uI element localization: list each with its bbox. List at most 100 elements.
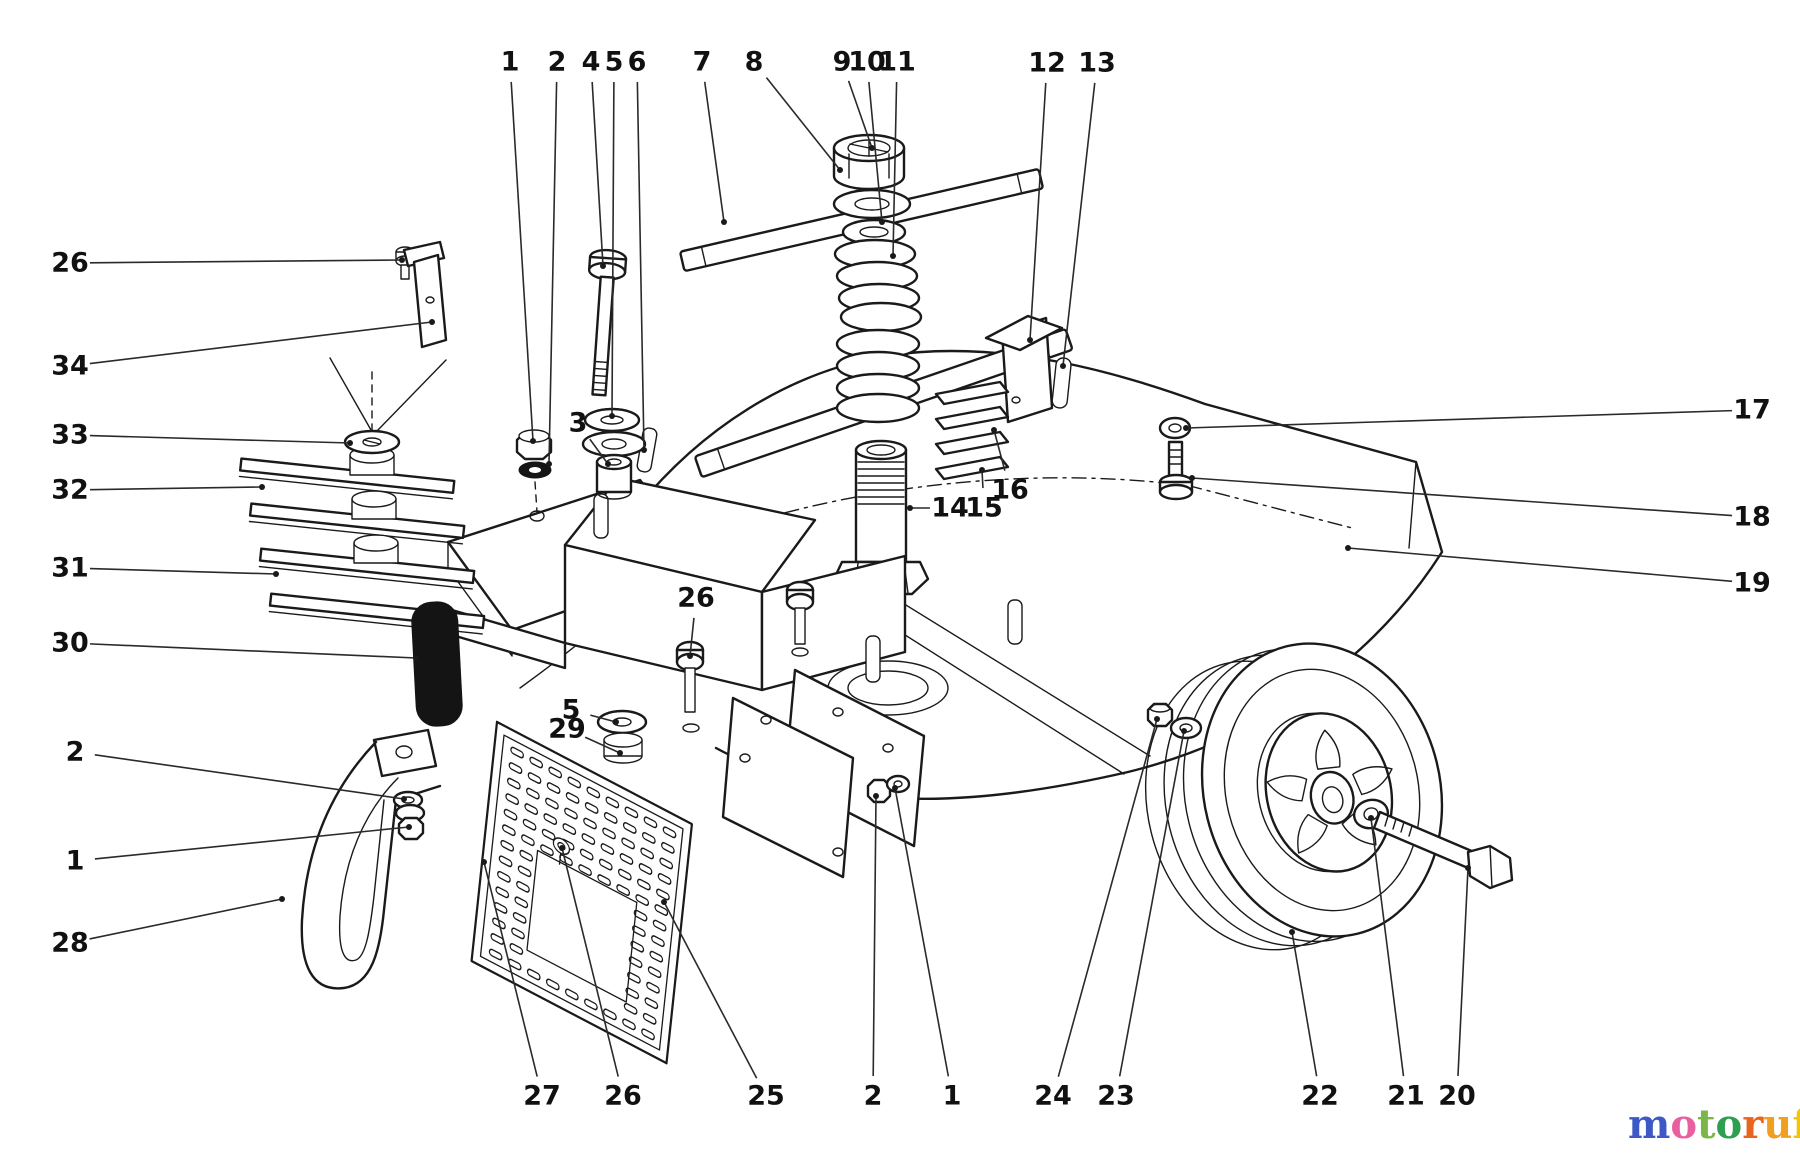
leader-dot-26 bbox=[559, 845, 565, 851]
leader-dot-15 bbox=[979, 467, 985, 473]
logo-letter: o bbox=[1715, 1101, 1743, 1148]
grate-slot bbox=[583, 817, 597, 830]
grate-slot bbox=[659, 857, 674, 870]
leader-dot-20 bbox=[1465, 865, 1471, 871]
callout-5: 5 bbox=[605, 47, 624, 78]
hub-spoke-windows bbox=[1266, 729, 1393, 854]
callout-2: 2 bbox=[864, 1081, 883, 1112]
leader-line-19 bbox=[1347, 547, 1733, 583]
grate-slot bbox=[649, 950, 664, 963]
callout-15: 15 bbox=[965, 493, 1003, 524]
leader-dot-29 bbox=[617, 750, 623, 756]
grate-slot bbox=[508, 762, 523, 774]
carriage-bolt-rear bbox=[785, 580, 815, 657]
leader-dot-1 bbox=[530, 438, 536, 444]
callout-5: 5 bbox=[562, 695, 581, 726]
upper-spring bbox=[833, 238, 923, 333]
callout-6: 6 bbox=[628, 47, 647, 78]
blade-stack bbox=[238, 357, 486, 635]
grate-slot bbox=[521, 834, 535, 847]
wheel bbox=[1144, 642, 1514, 951]
leader-dot-22 bbox=[1289, 929, 1295, 935]
callout-3: 3 bbox=[569, 408, 588, 439]
leader-line-9 bbox=[847, 80, 873, 149]
leader-dot-7 bbox=[721, 219, 727, 225]
callout-1: 1 bbox=[501, 47, 520, 78]
leader-line-1 bbox=[510, 81, 534, 442]
grate-slot bbox=[562, 823, 577, 835]
grate-slot bbox=[632, 925, 646, 938]
grate-slot bbox=[564, 807, 578, 820]
leader-dot-30 bbox=[413, 655, 419, 661]
leader-dot-32 bbox=[259, 484, 265, 490]
callout-1: 1 bbox=[943, 1081, 962, 1112]
discharge-grate bbox=[470, 720, 693, 1065]
grate-slot bbox=[598, 858, 613, 871]
motoruf-watermark[interactable]: motorufʼ.de bbox=[1628, 1100, 1800, 1150]
leader-line-6 bbox=[636, 81, 645, 451]
callout-28: 28 bbox=[51, 928, 89, 959]
callout-34: 34 bbox=[51, 351, 89, 382]
grate-slot bbox=[545, 797, 559, 810]
grate-slot bbox=[619, 853, 634, 865]
grate-slot bbox=[602, 827, 616, 840]
leader-dot-28 bbox=[279, 896, 285, 902]
grate-slot bbox=[656, 888, 670, 901]
grate-slot bbox=[511, 927, 525, 940]
grate-slot bbox=[651, 935, 665, 948]
callout-19: 19 bbox=[1733, 568, 1771, 599]
leader-line-8 bbox=[765, 77, 841, 171]
grate-slot bbox=[621, 837, 635, 850]
leader-dot-34 bbox=[429, 319, 435, 325]
callout-26: 26 bbox=[604, 1081, 642, 1112]
grate-slot bbox=[529, 756, 544, 769]
leader-dot-8 bbox=[837, 167, 843, 173]
leader-dot-17 bbox=[1183, 425, 1189, 431]
grate-slot bbox=[641, 1028, 655, 1041]
grate-slot bbox=[527, 772, 542, 784]
grate-slot bbox=[497, 870, 511, 883]
support-bracket-28 bbox=[300, 728, 442, 990]
logo-letter: u bbox=[1763, 1101, 1793, 1148]
leader-line-12 bbox=[1029, 82, 1047, 341]
grate-slot bbox=[657, 873, 672, 885]
callout-20: 20 bbox=[1438, 1081, 1476, 1112]
rubber-sleeve bbox=[411, 601, 463, 727]
leader-dot-23 bbox=[1181, 728, 1187, 734]
grate-slot bbox=[541, 828, 556, 841]
leader-dot-26 bbox=[687, 653, 693, 659]
grate-slot bbox=[638, 863, 653, 875]
leader-dot-33 bbox=[347, 440, 353, 446]
leader-dot-14 bbox=[907, 505, 913, 511]
grate-slot bbox=[548, 766, 563, 779]
leader-dot-11 bbox=[890, 253, 896, 259]
grate-slot bbox=[565, 792, 580, 804]
grate-slot bbox=[495, 886, 510, 899]
callout-13: 13 bbox=[1078, 48, 1116, 79]
grate-slot bbox=[625, 987, 640, 1000]
grate-slot bbox=[661, 841, 675, 854]
grate-slot bbox=[654, 904, 669, 916]
grate-slot bbox=[514, 896, 529, 909]
grate-slot bbox=[617, 868, 632, 881]
callout-18: 18 bbox=[1733, 502, 1771, 533]
grate-slot bbox=[652, 919, 667, 932]
leader-dot-27 bbox=[481, 859, 487, 865]
leader-line-21 bbox=[1370, 817, 1405, 1077]
leader-dot-10 bbox=[879, 219, 885, 225]
grate-slot bbox=[488, 948, 503, 961]
grate-slot bbox=[546, 782, 561, 794]
leader-dot-4 bbox=[600, 263, 606, 269]
grate-slot bbox=[581, 833, 596, 845]
mount-bracket-34 bbox=[402, 240, 448, 349]
callout-1: 1 bbox=[66, 846, 85, 877]
callout-27: 27 bbox=[523, 1081, 561, 1112]
callout-29: 29 bbox=[548, 714, 586, 745]
grate-slot bbox=[564, 988, 579, 1001]
grate-slot bbox=[628, 956, 643, 969]
grate-slot bbox=[637, 878, 651, 891]
grate-slot bbox=[642, 1012, 657, 1025]
callout-16: 16 bbox=[991, 475, 1029, 506]
grate-slot bbox=[500, 839, 515, 852]
